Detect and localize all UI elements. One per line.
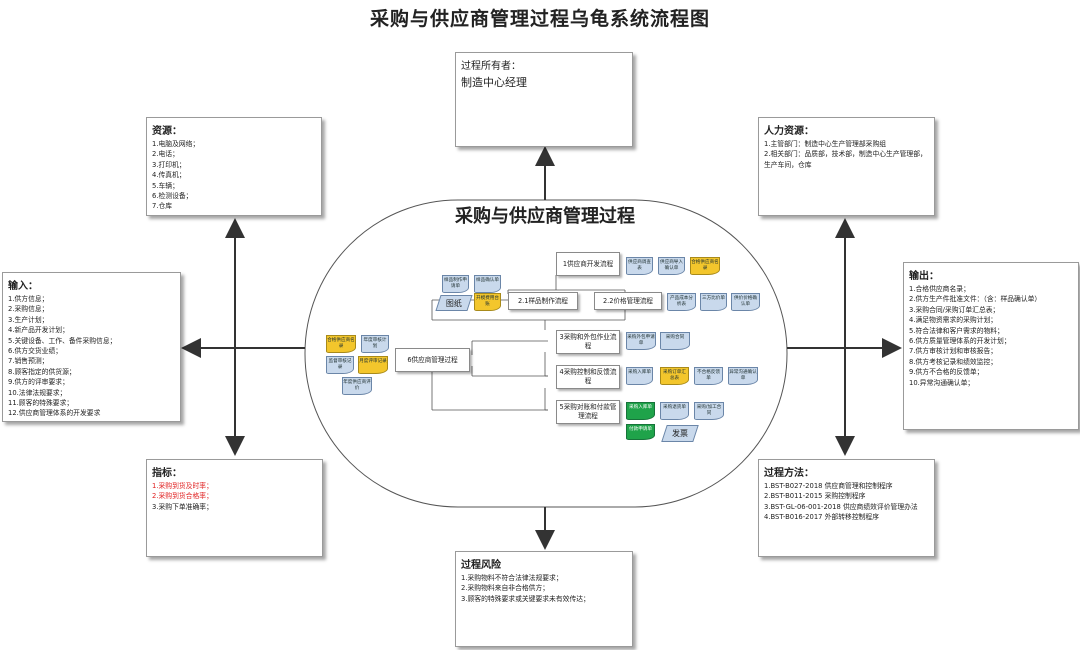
doc-perf-review: 月度评审记录 [358, 356, 388, 374]
risk-item: 2.采购物料来自非合格供方； [461, 584, 550, 593]
process-sample-making: 2.1样品制作流程 [508, 292, 578, 310]
resources-box: 资源： 1.电脑及网络； 2.电话； 3.打印机； 4.传真机； 5.车辆； 6… [146, 117, 322, 216]
doc-abnormal: 异常沟通确认单 [728, 367, 758, 385]
inputs-title: 输入： [8, 281, 38, 292]
outputs-title: 输出： [909, 271, 939, 282]
method-item: 4.BST-B016-2017 外部转移控制程序 [764, 513, 880, 522]
risk-item: 1.采购物料不符合法律法规要求； [461, 574, 563, 582]
input-item: 9.供方的评审要求； [8, 378, 69, 387]
resource-item: 3.打印机； [152, 160, 186, 169]
doc-return-order: 采购退货单 [660, 402, 689, 420]
input-item: 1.供方信息； [8, 295, 49, 303]
output-item: 1.合格供应商名录； [909, 285, 970, 293]
input-item: 6.供方交货业绩； [8, 347, 63, 356]
doc-outsource-contract: 采购/加工合同 [694, 402, 724, 420]
methods-box: 过程方法： 1.BST-B027-2018 供应商管理和控制程序 2.BST-B… [758, 459, 935, 557]
risks-box: 过程风险 1.采购物料不符合法律法规要求； 2.采购物料来自非合格供方； 3.顾… [455, 551, 633, 647]
output-item: 2.供方生产件批准文件：（含：样品确认单） [909, 295, 1042, 304]
resource-item: 2.电话； [152, 150, 179, 159]
output-item: 4.满足物资需求的采购计划； [909, 316, 998, 325]
doc-cost-analysis: 产品成本分析表 [667, 293, 696, 311]
doc-inbound: 采购入库单 [626, 367, 653, 385]
input-item: 8.顾客指定的供货源； [8, 367, 76, 376]
doc-nonconform: 不合格反馈单 [694, 367, 723, 385]
human-item: 2.相关部门：品质部，技术部，制造中心生产管理部，生产车间，仓库 [764, 150, 927, 169]
doc-invoice: 发票 [661, 425, 699, 442]
input-item: 5.关键设备、工作、备件采购信息； [8, 336, 117, 345]
process-price-management: 2.2价格管理流程 [594, 292, 662, 310]
doc-sample-apply: 样品制作申请单 [442, 275, 469, 293]
resource-item: 6.检测设备； [152, 192, 193, 201]
input-item: 4.新产品开发计划； [8, 326, 69, 335]
doc-three-compare: 三方比价单 [700, 293, 727, 311]
output-item: 7.供方审核计划和审核报告； [909, 347, 998, 356]
output-item: 8.供方考核记录和绩效监控； [909, 357, 998, 366]
process-supplier-management: 6供应商管理过程 [395, 348, 470, 372]
process-ellipse [304, 199, 788, 508]
owner-name: 制造中心经理 [461, 76, 527, 89]
output-item: 9.供方不合格的反馈单； [909, 368, 984, 377]
indicator-item: 2.采购到货合格率； [152, 492, 213, 501]
input-item: 12.供应商管理体系的开发要求 [8, 409, 101, 418]
doc-contract: 采购合同 [660, 332, 690, 350]
process-purchasing-outsourcing: 3采购和外包作业流程 [556, 330, 620, 354]
methods-title: 过程方法： [764, 468, 814, 479]
process-owner-box: 过程所有者： 制造中心经理 [455, 52, 633, 147]
owner-title: 过程所有者： [461, 61, 521, 72]
risks-title: 过程风险 [461, 560, 501, 571]
doc-qualified-list-2: 合格供应商名录 [326, 335, 356, 353]
method-item: 2.BST-B011-2015 采购控制程序 [764, 492, 866, 501]
drawing-label: 图纸 [446, 298, 462, 308]
human-resources-box: 人力资源： 1.主管部门：制造中心生产管理部采购组 2.相关部门：品质部，技术部… [758, 117, 935, 216]
resource-item: 4.传真机； [152, 171, 186, 180]
doc-supplier-entry: 供应商导入确认单 [658, 257, 685, 275]
doc-mold-ledger: 开模费用台账 [474, 293, 501, 311]
doc-drawing: 图纸 [435, 295, 473, 311]
inputs-box: 输入： 1.供方信息； 2.采购信息； 3.生产计划； 4.新产品开发计划； 5… [2, 272, 181, 422]
resources-title: 资源： [152, 126, 182, 137]
doc-price-confirm: 供价价格确认单 [731, 293, 760, 311]
output-item: 10.异常沟通确认单； [909, 378, 975, 387]
human-item: 1.主管部门：制造中心生产管理部采购组 [764, 140, 887, 148]
center-process-title: 采购与供应商管理过程 [455, 206, 635, 227]
input-item: 2.采购信息； [8, 305, 49, 314]
doc-order-apply: 采购外包申请单 [626, 332, 656, 350]
resource-item: 5.车辆； [152, 181, 179, 190]
risk-item: 3.顾客的特殊要求或关键要求未有效传达； [461, 594, 590, 603]
input-item: 10.法律法规要求； [8, 388, 67, 397]
doc-annual-eval: 年度供应商评价 [342, 377, 372, 395]
method-item: 3.BST-GL-06-001-2018 供应商绩效评价管理办法 [764, 502, 918, 511]
output-item: 6.供方质量管理体系的开发计划； [909, 337, 1011, 346]
output-item: 3.采购合同/采购订单汇总表； [909, 305, 1000, 314]
human-title: 人力资源： [764, 126, 814, 137]
indicator-item: 1.采购到货及时率； [152, 482, 213, 490]
doc-sample-confirm: 样品确认单 [474, 275, 501, 293]
invoice-label: 发票 [672, 429, 688, 438]
doc-audit-record: 监督审核记录 [326, 356, 354, 374]
doc-order-summary: 采购订单汇总表 [660, 367, 689, 385]
indicators-box: 指标： 1.采购到货及时率； 2.采购到货合格率； 3.采购下单准确率； [146, 459, 323, 557]
process-reconciliation-payment: 5采购对账和付款管理流程 [556, 400, 620, 424]
page-title: 采购与供应商管理过程乌龟系统流程图 [369, 8, 710, 30]
indicators-title: 指标： [152, 468, 182, 479]
doc-qualified-list: 合格供应商名录 [690, 257, 720, 275]
process-purchase-control: 4采购控制和反馈流程 [556, 365, 620, 389]
process-supplier-development: 1供应商开发流程 [556, 252, 620, 276]
output-item: 5.符合法律和客户需求的物料； [909, 326, 1004, 335]
doc-supplier-survey: 供应商调查表 [626, 257, 653, 275]
doc-annual-audit: 年度审核计划 [361, 335, 389, 353]
resource-item: 1.电脑及网络； [152, 140, 200, 148]
input-item: 7.销售预测； [8, 357, 49, 366]
doc-inbound-2: 采购入库单 [626, 402, 655, 420]
indicator-item: 3.采购下单准确率； [152, 502, 213, 511]
input-item: 11.顾客的特殊要求； [8, 399, 74, 408]
outputs-box: 输出： 1.合格供应商名录； 2.供方生产件批准文件：（含：样品确认单） 3.采… [903, 262, 1079, 430]
method-item: 1.BST-B027-2018 供应商管理和控制程序 [764, 482, 893, 490]
input-item: 3.生产计划； [8, 315, 49, 324]
doc-payment: 付款申请单 [626, 424, 655, 440]
resource-item: 7.仓库 [152, 202, 173, 211]
